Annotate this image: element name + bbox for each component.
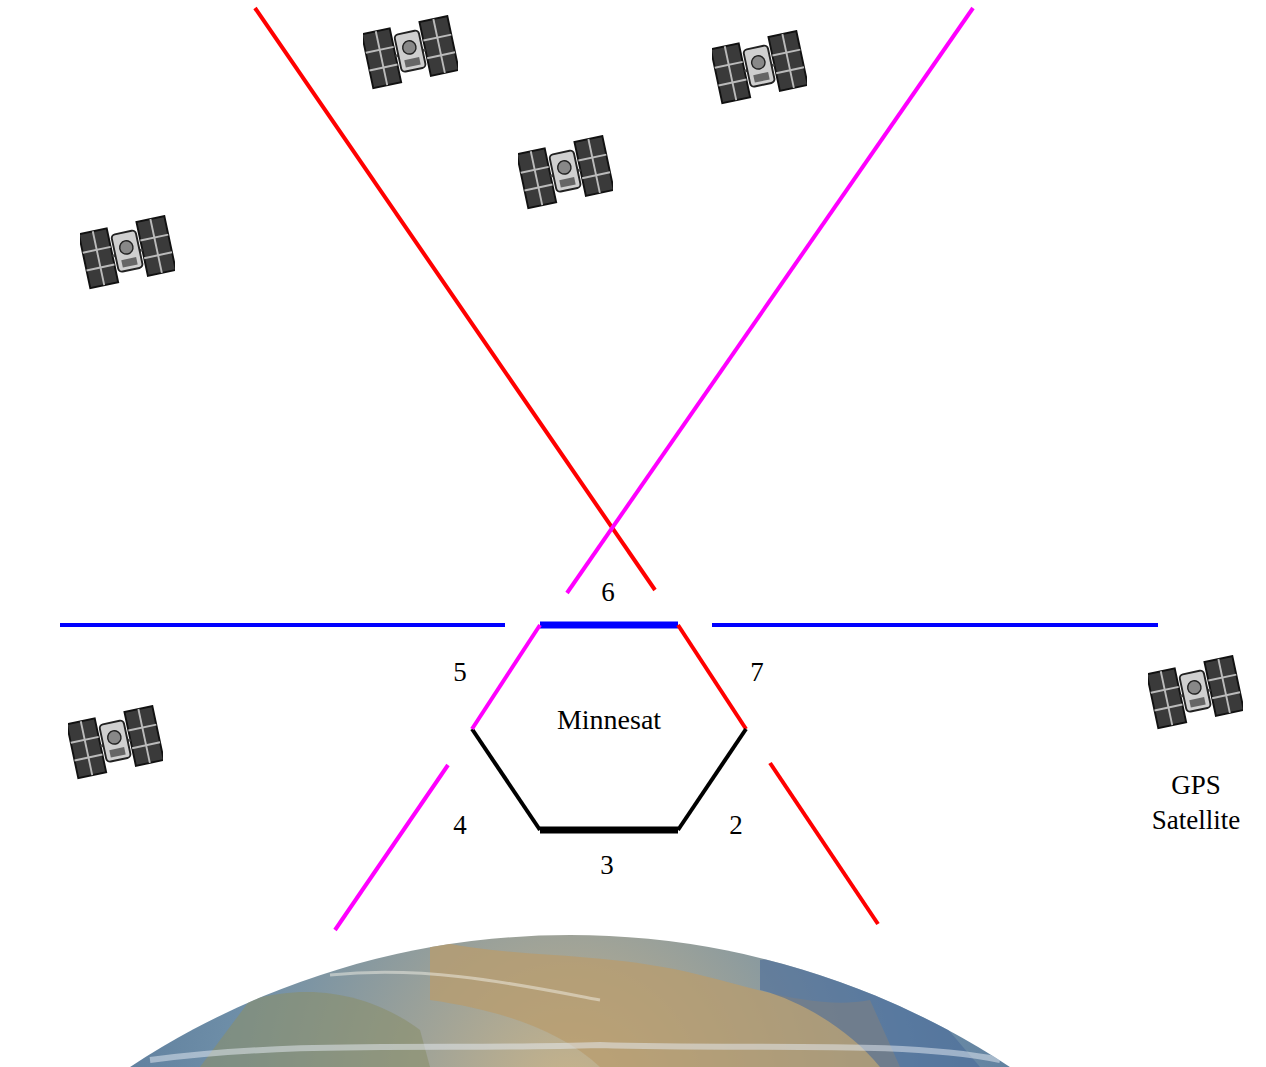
satellite-icon bbox=[517, 136, 614, 208]
satellite-icon bbox=[362, 16, 459, 88]
hexagon-side bbox=[540, 827, 678, 834]
satellite-icon bbox=[1147, 656, 1244, 728]
satellite-label: GPS Satellite bbox=[1131, 768, 1261, 838]
side-number: 3 bbox=[587, 848, 627, 883]
satellite-icon bbox=[711, 31, 808, 103]
satellite-icon bbox=[67, 706, 164, 778]
fov-line bbox=[335, 765, 448, 930]
side-number: 4 bbox=[440, 808, 480, 843]
side-number: 7 bbox=[737, 655, 777, 690]
hexagon-side bbox=[472, 729, 540, 830]
spacecraft-hexagon: Minnesat bbox=[472, 625, 746, 830]
fov-line bbox=[255, 8, 655, 590]
side-number: 2 bbox=[716, 808, 756, 843]
fov-line bbox=[567, 8, 973, 593]
hexagon-side bbox=[678, 625, 746, 729]
node-label: Minnesat bbox=[557, 704, 661, 736]
fov-line bbox=[712, 623, 1158, 627]
fov-line bbox=[770, 763, 878, 924]
fov-line bbox=[60, 623, 505, 627]
earth bbox=[0, 935, 1266, 1067]
side-number: 6 bbox=[588, 575, 628, 610]
side-number: 5 bbox=[440, 655, 480, 690]
satellite-icon bbox=[79, 216, 176, 288]
hexagon-side bbox=[472, 625, 540, 729]
hexagon-side bbox=[540, 622, 678, 629]
